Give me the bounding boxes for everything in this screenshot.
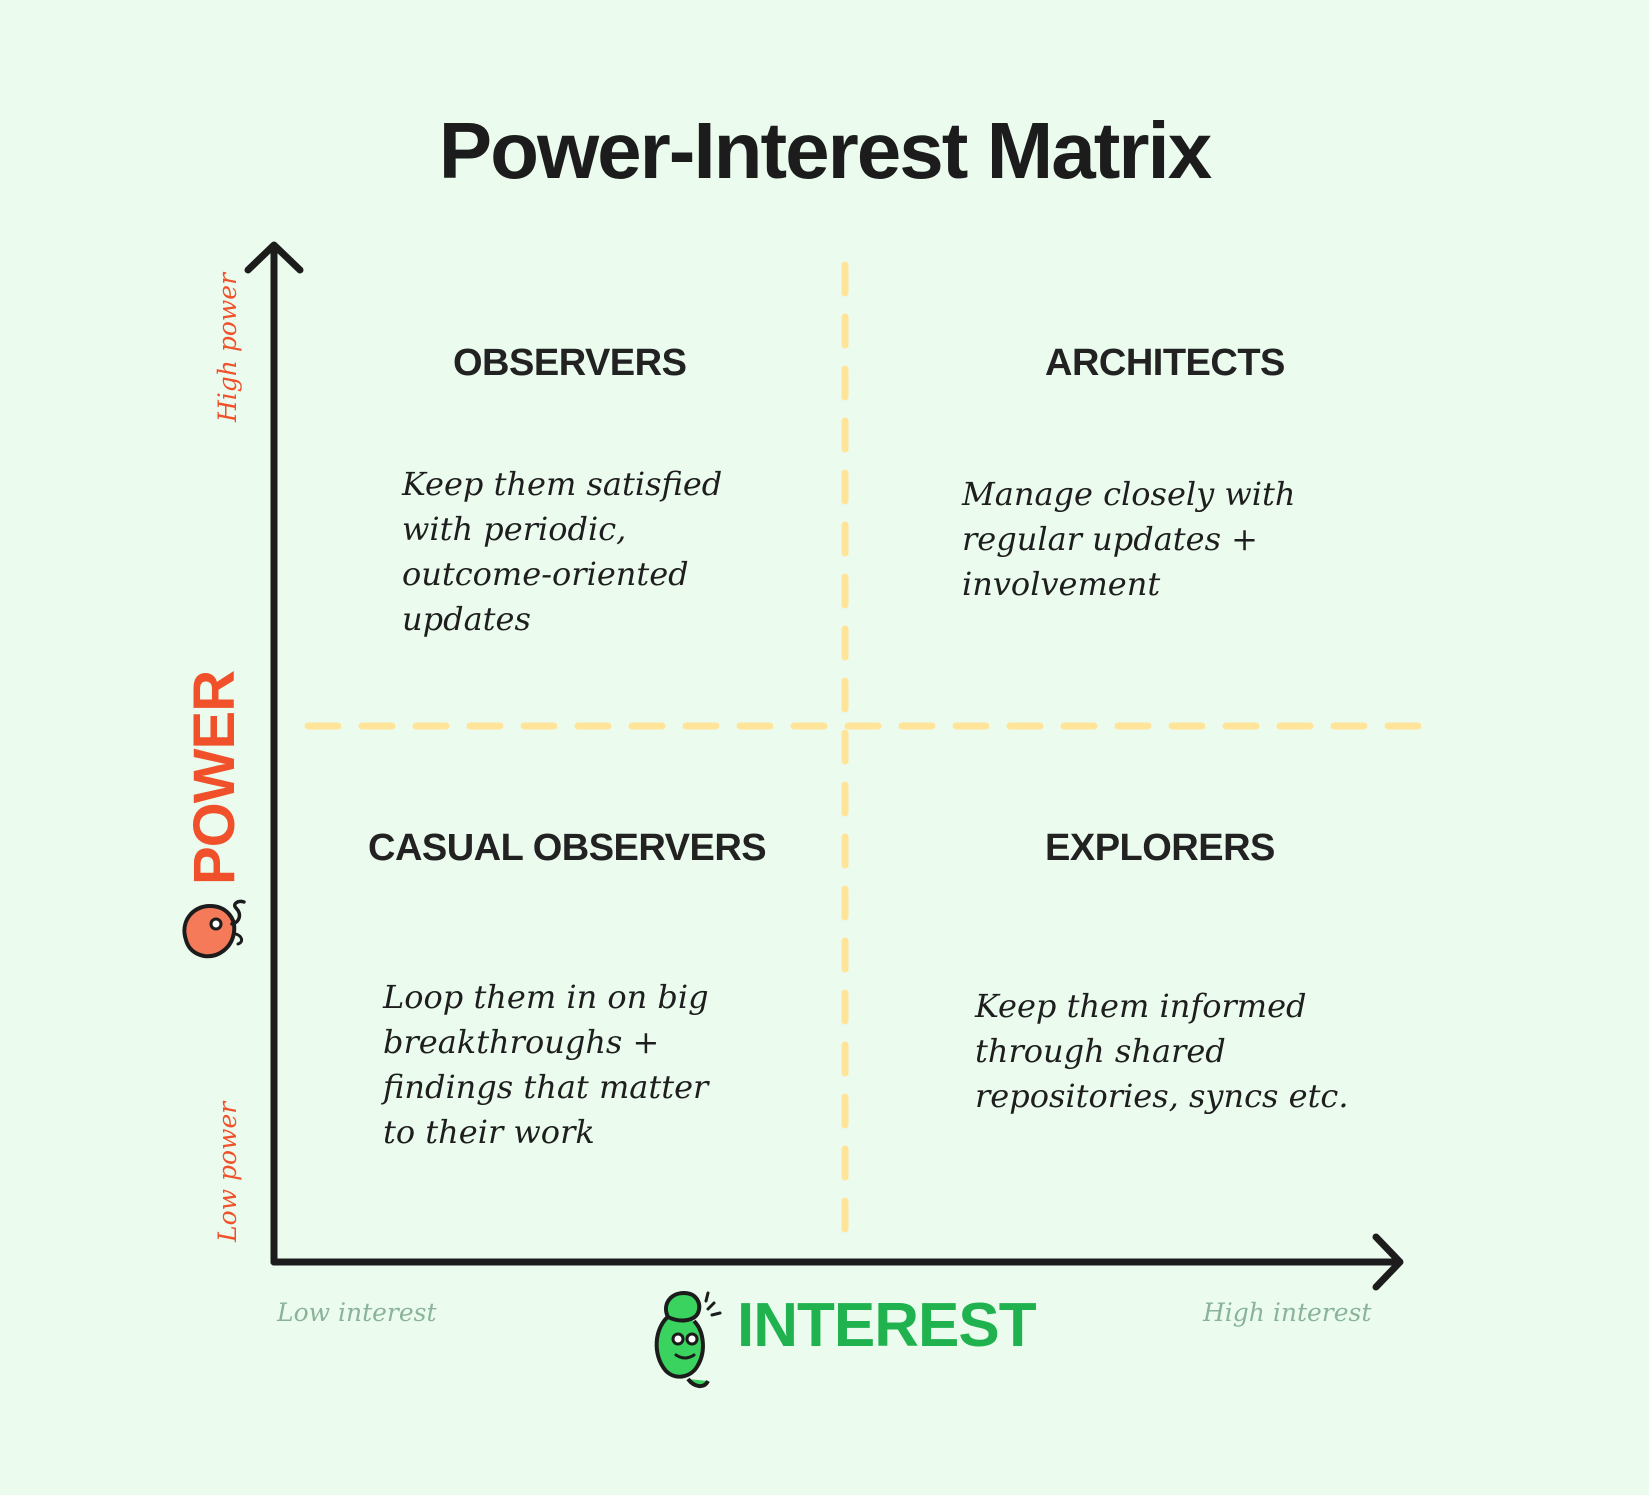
x-axis-high-label: High interest [1203,1298,1372,1327]
quadrant-heading-observers: OBSERVERS [453,342,687,384]
y-axis-arrowhead [244,241,304,274]
quadrant-heading-explorers: EXPLORERS [1045,827,1275,869]
y-axis-title: POWER [182,670,247,885]
y-axis-high-label: High power [213,272,242,422]
quadrant-text-explorers: Keep them informed through shared reposi… [975,987,1349,1115]
quadrant-heading-architects: ARCHITECTS [1045,342,1285,384]
quadrant-text-casual-observers: Loop them in on big breakthroughs + find… [383,978,709,1151]
x-axis-arrowhead [1372,1233,1404,1291]
red-bomb-character-icon [182,899,246,959]
quadrant-text-observers: Keep them satisfied with periodic, outco… [402,465,723,638]
y-axis-low-label: Low power [213,1101,242,1242]
green-thinking-character-icon [654,1290,722,1388]
quadrant-heading-casual-observers: CASUAL OBSERVERS [368,827,767,869]
diagram-title: Power-Interest Matrix [438,106,1213,195]
x-axis-low-label: Low interest [277,1298,437,1327]
x-axis-title: INTEREST [737,1291,1037,1360]
quadrant-text-architects: Manage closely with regular updates + in… [962,475,1296,603]
